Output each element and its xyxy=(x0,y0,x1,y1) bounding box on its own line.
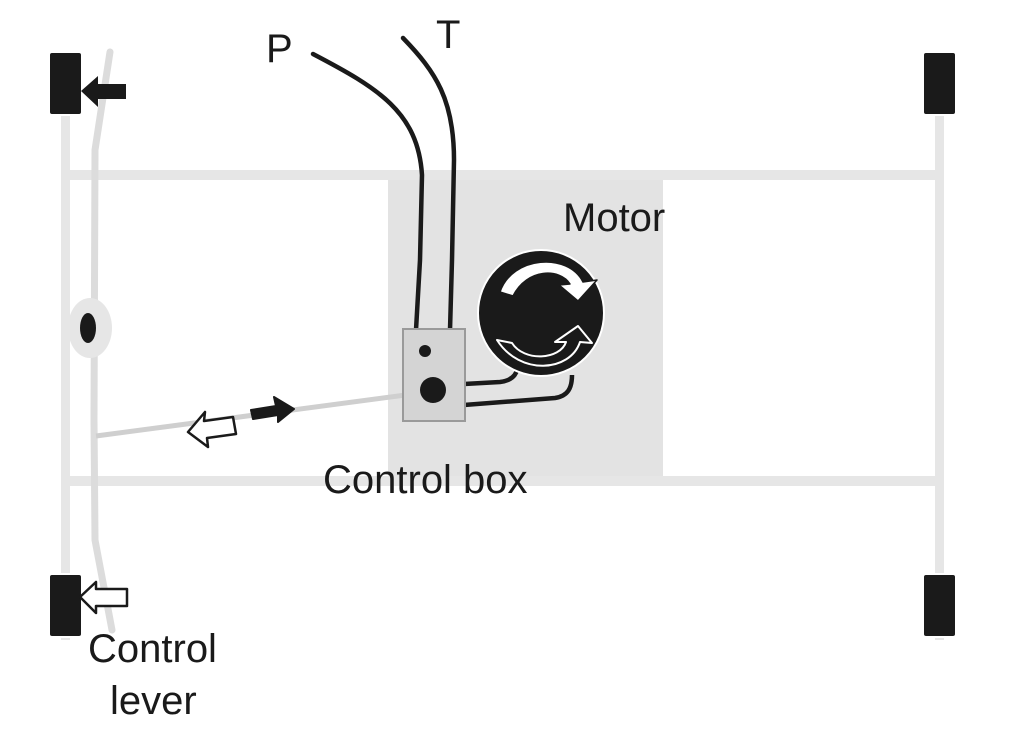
right-axle-rail xyxy=(935,80,944,640)
label-tank: T xyxy=(436,13,460,57)
wheel-rear-right xyxy=(922,573,957,638)
motor-rotation-arrow-top xyxy=(499,261,598,302)
label-motor: Motor xyxy=(563,196,665,240)
rod-arrow-left-outline xyxy=(186,410,238,449)
control-lever-bar xyxy=(90,48,116,634)
wheel-front-right xyxy=(922,51,957,116)
top-cross-member xyxy=(61,170,944,180)
control-box-spool xyxy=(420,377,446,403)
label-control-lever-line1: Control xyxy=(88,627,217,671)
rod-arrow-right-solid xyxy=(250,396,295,423)
label-control-box: Control box xyxy=(323,458,528,502)
front-wheel-arrow-solid xyxy=(81,76,126,107)
chassis-frame xyxy=(61,80,944,640)
motor-rotation-arrow-bottom xyxy=(496,325,593,367)
left-axle-rail xyxy=(61,80,70,640)
hose-box-to-motor-lower xyxy=(463,374,575,408)
hose-pressure xyxy=(310,51,425,333)
rear-wheel-arrow-outline xyxy=(78,580,129,615)
wheels xyxy=(48,51,957,638)
control-box-port-small xyxy=(419,345,431,357)
hose-tank xyxy=(400,35,457,333)
wheel-front-left xyxy=(48,51,83,116)
bottom-cross-member xyxy=(61,476,944,486)
lever-pivot xyxy=(80,313,96,343)
wheel-rear-left xyxy=(48,573,83,638)
label-pressure: P xyxy=(266,27,293,71)
control-box xyxy=(402,328,466,422)
label-control-lever-line2: lever xyxy=(110,679,197,723)
